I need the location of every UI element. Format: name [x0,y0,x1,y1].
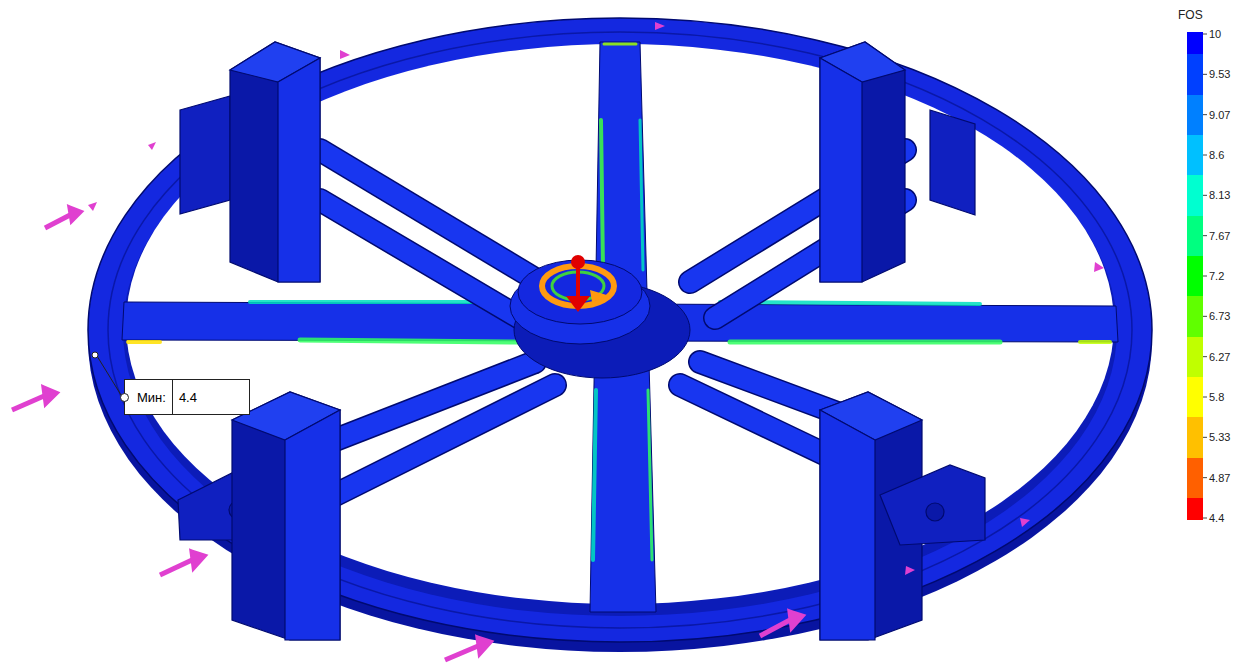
tick-mark [1203,34,1207,35]
colorbar-segment [1187,377,1203,418]
colorbar-segment [1187,54,1203,95]
colorbar-segment [1187,135,1203,176]
anchor-dot [120,393,129,402]
tick-mark [1203,155,1207,156]
colorbar-value: 9.07 [1209,109,1230,121]
callout-box: Мин:4.4 [124,379,250,415]
colorbar-value: 5.33 [1209,431,1230,443]
colorbar-value: 6.27 [1209,351,1230,363]
tick-mark [1203,114,1207,115]
tick-mark [1203,195,1207,196]
colorbar-value: 8.13 [1209,189,1230,201]
colorbar-segment [1187,337,1203,378]
colorbar-segment [1187,216,1203,257]
colorbar-value: 6.73 [1209,310,1230,322]
tick-mark [1203,356,1207,357]
colorbar-value: 8.6 [1209,149,1224,161]
callout-caption: Мин: [125,380,172,414]
tick-mark [1203,437,1207,438]
colorbar-value: 10 [1209,28,1221,40]
colorbar-segment [1187,417,1203,458]
colorbar-value: 5.8 [1209,391,1224,403]
tick-mark [1203,276,1207,277]
legend-title: FOS [1178,8,1203,22]
colorbar-value: 7.67 [1209,230,1230,242]
callout-value: 4.4 [172,380,247,414]
colorbar-segment [1187,458,1203,499]
colorbar-segment [1187,32,1203,55]
tick-mark [1203,518,1207,519]
colorbar-segment [1187,256,1203,297]
colorbar-value: 7.2 [1209,270,1224,282]
tick-mark [1203,477,1207,478]
colorbar-segment [1187,296,1203,337]
colorbar-value: 4.87 [1209,472,1230,484]
colorbar-segment [1187,95,1203,136]
tick-mark [1203,235,1207,236]
colorbar-segment [1187,498,1203,521]
colorbar-value: 9.53 [1209,68,1230,80]
tick-mark [1203,316,1207,317]
colorbar-value: 4.4 [1209,512,1224,524]
colorbar-segment [1187,175,1203,216]
tick-mark [1203,397,1207,398]
tick-mark [1203,74,1207,75]
